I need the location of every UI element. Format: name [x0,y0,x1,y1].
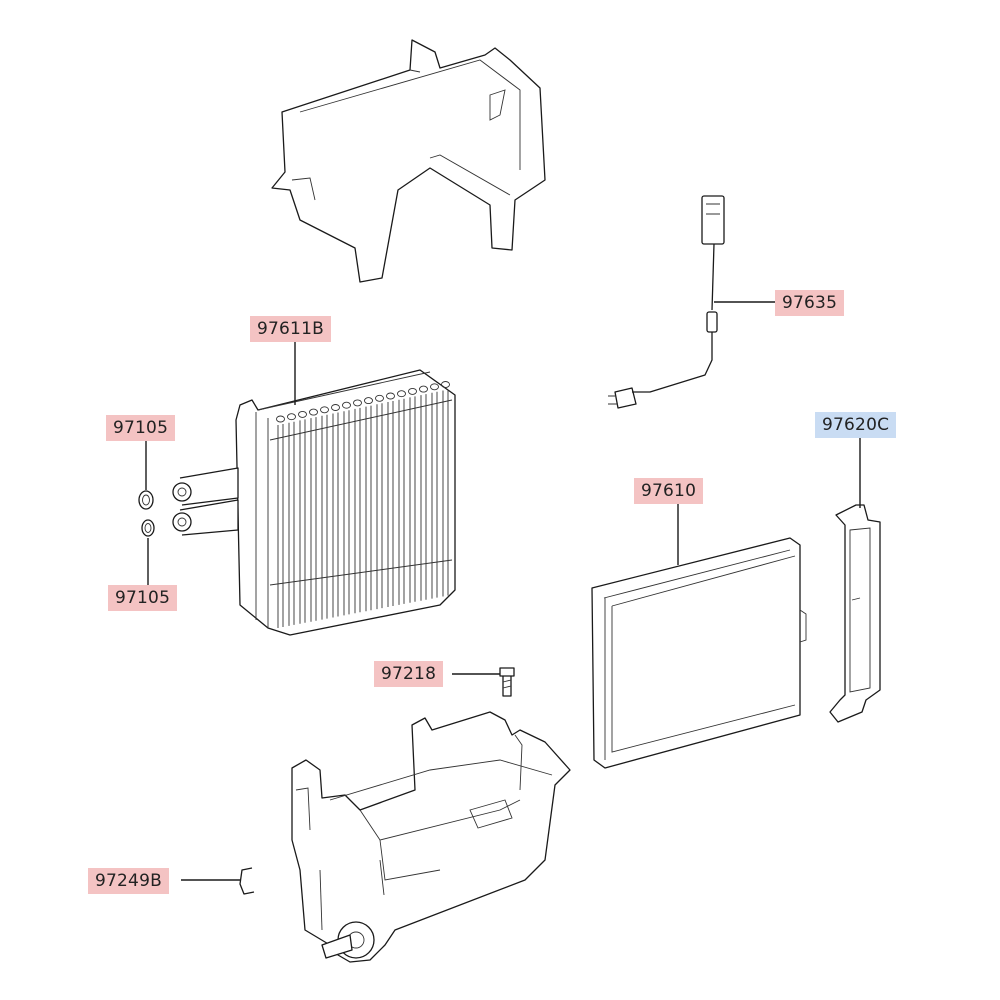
fin-tube-end [353,399,362,407]
fin-line [376,403,383,610]
fin-tube-end [331,404,340,411]
screw-part [499,667,515,697]
cabin-filter-part [591,537,807,769]
callout-97105-lower[interactable]: 97105 [108,585,178,611]
leader-lines [145,301,861,881]
fin-tube-end [386,392,395,400]
callout-97611B[interactable]: 97611B [250,316,331,342]
fin-tube-end [309,408,318,416]
fin-line [310,417,317,622]
fin-line [343,410,350,616]
fin-line [442,389,449,597]
upper-case-part [271,39,546,283]
evaporator-fins [276,381,450,628]
lower-case-part [291,711,571,963]
fin-tube-end [397,390,406,398]
fin-line [398,398,405,605]
fin-line [431,391,438,599]
fin-line [288,421,295,626]
fin-line [387,401,394,607]
fin-tube-end [430,383,439,391]
fin-line [321,414,328,620]
fin-tube-end [342,401,351,409]
o-ring-part-upper [138,490,154,510]
clip-part [239,867,255,895]
filter-cover-part [829,504,881,723]
callout-97635[interactable]: 97635 [775,290,845,316]
fin-line [409,396,416,603]
sensor-wire-part [608,195,725,409]
fin-line [332,412,339,618]
fin-tube-end [276,415,285,423]
fin-tube-end [408,387,417,395]
callout-97620C[interactable]: 97620C [815,412,897,438]
fin-tube-end [364,397,373,405]
fin-line [277,424,284,628]
callout-97249B[interactable]: 97249B [88,868,169,894]
fin-line [354,407,361,614]
fin-tube-end [441,381,450,388]
callout-97610[interactable]: 97610 [634,478,704,504]
fin-tube-end [287,413,296,421]
fin-tube-end [375,394,384,402]
fin-tube-end [320,406,329,414]
fin-line [420,394,427,601]
fin-tube-end [419,385,428,393]
fin-line [299,419,306,624]
evaporator-core-part [172,369,456,636]
fin-line [365,405,372,612]
o-ring-part-lower [141,519,155,537]
callout-97105-upper[interactable]: 97105 [106,415,176,441]
callout-97218[interactable]: 97218 [374,661,444,687]
fin-tube-end [298,410,307,418]
